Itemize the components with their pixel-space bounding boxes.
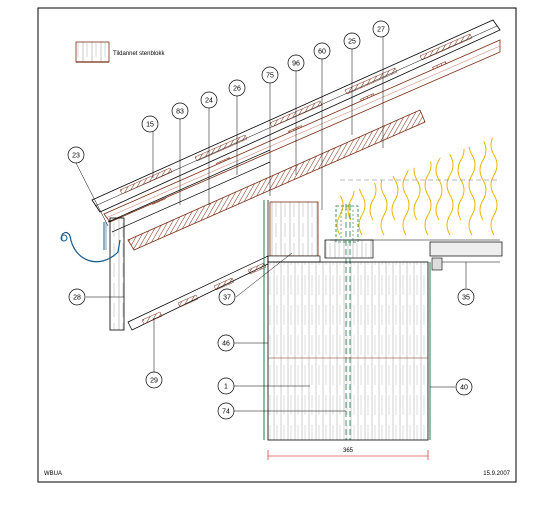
legend-swatch	[75, 41, 110, 63]
svg-text:23: 23	[72, 153, 80, 160]
callout-23: 23	[67, 146, 85, 164]
drawing-frame	[37, 7, 517, 483]
legend-label: Tildannet stenblokk	[113, 51, 165, 57]
callout-28: 28	[68, 288, 86, 306]
svg-text:15: 15	[146, 122, 154, 129]
gutter	[60, 222, 121, 263]
rafter	[107, 109, 426, 251]
roof-sheathing	[103, 39, 501, 223]
svg-text:29: 29	[150, 378, 158, 385]
callout-40: 40	[455, 378, 473, 396]
callout-37: 37	[218, 288, 236, 306]
leader-lines	[75, 36, 467, 412]
callout-60: 60	[313, 42, 331, 60]
dimension: 365	[267, 448, 429, 460]
callout-74: 74	[217, 402, 235, 420]
callout-96: 96	[287, 54, 305, 72]
svg-text:83: 83	[176, 109, 184, 116]
svg-text:1: 1	[224, 384, 228, 391]
fascia-board	[109, 217, 125, 331]
svg-text:25: 25	[348, 39, 356, 46]
callout-46: 46	[217, 334, 235, 352]
callout-35: 35	[457, 288, 475, 306]
soffit	[127, 255, 269, 331]
svg-text:24: 24	[205, 98, 213, 105]
ceiling	[429, 241, 503, 271]
svg-text:27: 27	[377, 27, 385, 34]
footer-right: 15.9.2007	[483, 471, 510, 477]
callout-15: 15	[141, 115, 159, 133]
svg-text:40: 40	[460, 385, 468, 392]
top-plate	[267, 201, 374, 263]
callout-24: 24	[200, 91, 218, 109]
callout-1: 1	[217, 377, 235, 395]
svg-text:96: 96	[292, 61, 300, 68]
svg-text:35: 35	[462, 295, 470, 302]
footer-left: WBUA	[44, 471, 62, 477]
callout-26: 26	[228, 79, 246, 97]
callout-75: 75	[261, 66, 279, 84]
legend: Tildannet stenblokk	[75, 41, 165, 63]
svg-text:46: 46	[222, 341, 230, 348]
callout-29: 29	[145, 371, 163, 389]
svg-text:37: 37	[223, 295, 231, 302]
callouts: 15 83 24 26 75 96 60 25 27 23 28 37 29 4…	[67, 20, 475, 420]
callout-25: 25	[343, 32, 361, 50]
svg-text:26: 26	[233, 86, 241, 93]
svg-text:74: 74	[222, 409, 230, 416]
callout-83: 83	[171, 102, 189, 120]
callout-27: 27	[372, 20, 390, 38]
log-wall	[263, 200, 431, 441]
svg-text:75: 75	[266, 73, 274, 80]
dimension-value: 365	[343, 448, 354, 454]
svg-text:28: 28	[73, 295, 81, 302]
svg-text:60: 60	[318, 49, 326, 56]
